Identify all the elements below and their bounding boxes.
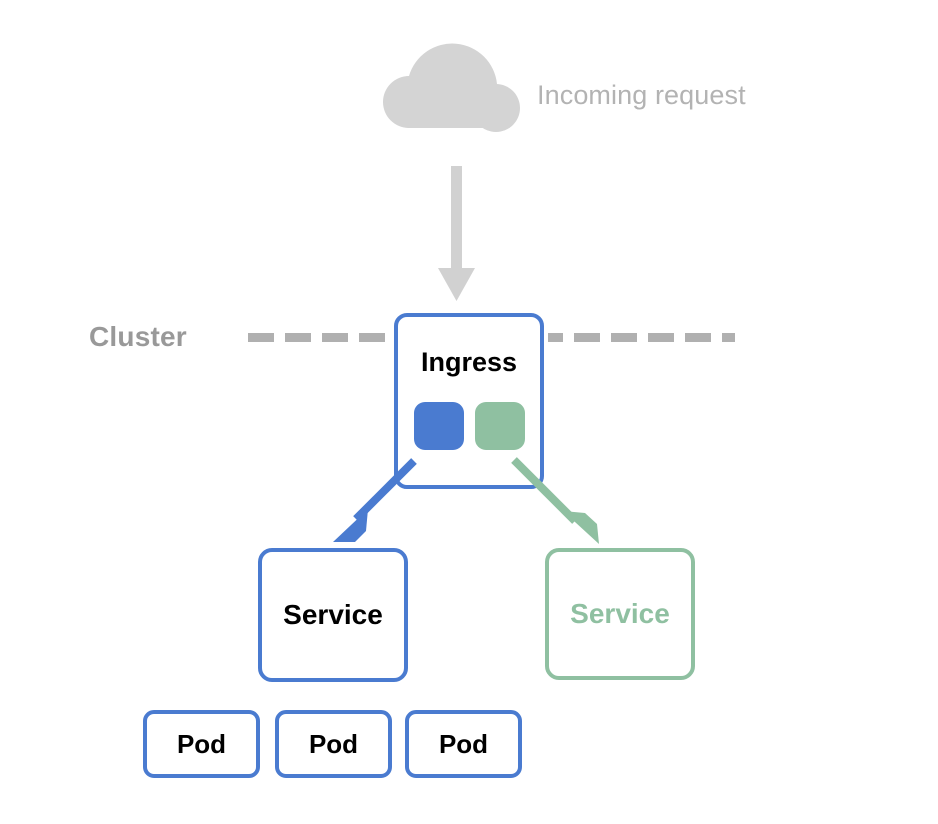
pod-node[interactable]: Pod — [275, 710, 392, 778]
blue-route-chip[interactable] — [413, 402, 464, 450]
service-node-blue[interactable]: Service — [258, 548, 408, 682]
cluster-boundary-dash — [685, 333, 711, 342]
pod-node[interactable]: Pod — [143, 710, 260, 778]
green-route-chip[interactable] — [474, 402, 525, 450]
cluster-boundary-dash — [722, 333, 735, 342]
cluster-boundary-dash — [359, 333, 385, 342]
ingress-label: Ingress — [420, 347, 518, 377]
pod-node[interactable]: Pod — [405, 710, 522, 778]
service-label-green: Service — [570, 598, 670, 629]
pod-label: Pod — [438, 728, 489, 759]
cluster-boundary-dash — [322, 333, 348, 342]
pod-label: Pod — [308, 728, 359, 759]
cluster-boundary-dash — [248, 333, 274, 342]
cluster-boundary-dash — [648, 333, 674, 342]
cluster-boundary-dash — [548, 333, 563, 342]
cluster-boundary-dash — [611, 333, 637, 342]
ingress-to-blue-service-arrow — [333, 458, 417, 542]
ingress-node[interactable]: Ingress — [394, 313, 544, 489]
cluster-boundary-dash — [574, 333, 600, 342]
cluster-boundary-dash — [285, 333, 311, 342]
cluster-label: Cluster — [89, 321, 187, 352]
ingress-to-green-service-arrow — [511, 457, 599, 544]
incoming-request-label: Incoming request — [537, 80, 746, 110]
pod-label: Pod — [176, 728, 227, 759]
cloud-to-ingress-arrow — [438, 166, 475, 301]
ingress-chip-row — [398, 402, 540, 450]
service-node-green[interactable]: Service — [545, 548, 695, 680]
service-label-blue: Service — [283, 599, 383, 630]
cloud-icon — [383, 43, 520, 132]
